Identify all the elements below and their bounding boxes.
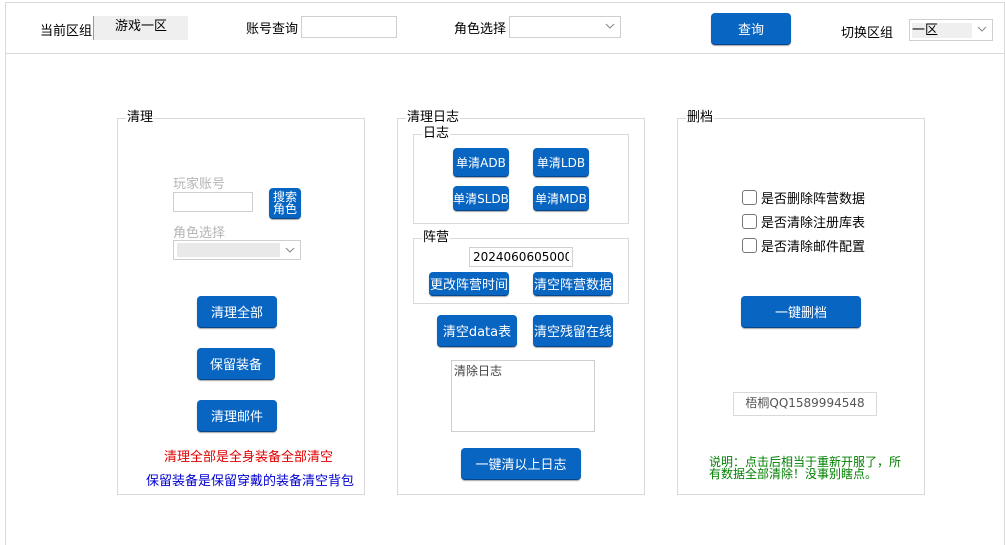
- log-cleanup-group: 清理日志: [397, 111, 645, 495]
- cleanup-group-title: 清理: [126, 110, 155, 125]
- clear-mdb-button[interactable]: 单清MDB: [533, 186, 589, 211]
- logs-subgroup: 日志: [413, 127, 629, 224]
- top-toolbar: [5, 2, 1005, 54]
- clear-registry-table-checkbox[interactable]: 是否清除注册库表: [742, 212, 865, 231]
- clear-adb-button[interactable]: 单清ADB: [453, 148, 509, 177]
- checkbox-label: 是否清除注册库表: [761, 216, 866, 231]
- log-cleanup-group-title: 清理日志: [406, 110, 461, 125]
- clear-sldb-button[interactable]: 单清SLDB: [453, 186, 509, 211]
- delete-camp-data-checkbox[interactable]: 是否删除阵营数据: [742, 188, 865, 207]
- camp-time-input[interactable]: [469, 247, 573, 267]
- role-select-value: [513, 20, 600, 35]
- cleanup-role-select-dropdown[interactable]: [173, 240, 301, 260]
- current-zone-label: 当前区组: [40, 24, 93, 39]
- clear-all-button[interactable]: 清理全部: [197, 296, 277, 328]
- delete-archive-group-title: 删档: [686, 110, 715, 125]
- role-select-dropdown[interactable]: [509, 16, 621, 38]
- player-account-input[interactable]: [173, 192, 253, 212]
- search-role-button[interactable]: 搜索 角色: [269, 188, 301, 219]
- clear-ldb-button[interactable]: 单清LDB: [533, 148, 589, 177]
- checkbox-box[interactable]: [742, 190, 757, 205]
- clear-all-note: 清理全部是全身装备全部清空: [164, 450, 334, 465]
- log-output-textarea[interactable]: 清除日志: [451, 360, 595, 432]
- switch-zone-label: 切换区组: [841, 26, 894, 41]
- current-zone-value: 游戏一区: [93, 16, 188, 40]
- camp-subgroup-title: 阵营: [422, 230, 451, 245]
- clear-all-logs-button[interactable]: 一键清以上日志: [461, 448, 581, 480]
- logs-subgroup-title: 日志: [422, 126, 451, 141]
- change-camp-time-button[interactable]: 更改阵营时间: [429, 272, 509, 296]
- clear-camp-data-button[interactable]: 清空阵营数据: [533, 272, 613, 296]
- clear-data-table-button[interactable]: 清空data表: [437, 315, 517, 347]
- switch-zone-value: 一区: [912, 23, 972, 38]
- clear-residual-online-button[interactable]: 清空残留在线: [533, 315, 613, 347]
- role-select-label: 角色选择: [454, 22, 507, 37]
- contact-info: 梧桐QQ1589994548: [733, 392, 877, 416]
- account-query-label: 账号查询: [246, 22, 299, 37]
- clear-mail-config-checkbox[interactable]: 是否清除邮件配置: [742, 236, 865, 255]
- query-button[interactable]: 查询: [711, 13, 791, 45]
- chevron-down-icon: [977, 24, 987, 34]
- chevron-down-icon: [285, 245, 295, 255]
- delete-note-line1: 说明：点击后相当于重新开服了，所: [709, 455, 902, 469]
- account-query-input[interactable]: [301, 16, 397, 38]
- delete-archive-group: 删档: [677, 111, 925, 495]
- camp-subgroup: 阵营: [413, 231, 629, 304]
- player-account-label: 玩家账号: [173, 177, 226, 192]
- chevron-down-icon: [605, 21, 615, 31]
- delete-note-line2: 有数据全部清除！没事别瞎点。: [709, 467, 878, 481]
- keep-equipment-note: 保留装备是保留穿戴的装备清空背包: [146, 474, 355, 489]
- checkbox-label: 是否清除邮件配置: [761, 240, 866, 255]
- clear-mail-button[interactable]: 清理邮件: [197, 400, 277, 432]
- checkbox-label: 是否删除阵营数据: [761, 192, 866, 207]
- search-role-button-line2: 角色: [272, 202, 297, 216]
- checkbox-box[interactable]: [742, 238, 757, 253]
- cleanup-role-select-label: 角色选择: [173, 226, 226, 241]
- cleanup-role-select-value: [177, 243, 280, 257]
- cleanup-group: 清理: [117, 111, 365, 495]
- switch-zone-dropdown[interactable]: 一区: [909, 19, 993, 41]
- one-click-delete-button[interactable]: 一键删档: [741, 296, 861, 328]
- keep-equipment-button[interactable]: 保留装备: [197, 348, 275, 380]
- checkbox-box[interactable]: [742, 214, 757, 229]
- search-role-button-line1: 搜索: [272, 190, 297, 204]
